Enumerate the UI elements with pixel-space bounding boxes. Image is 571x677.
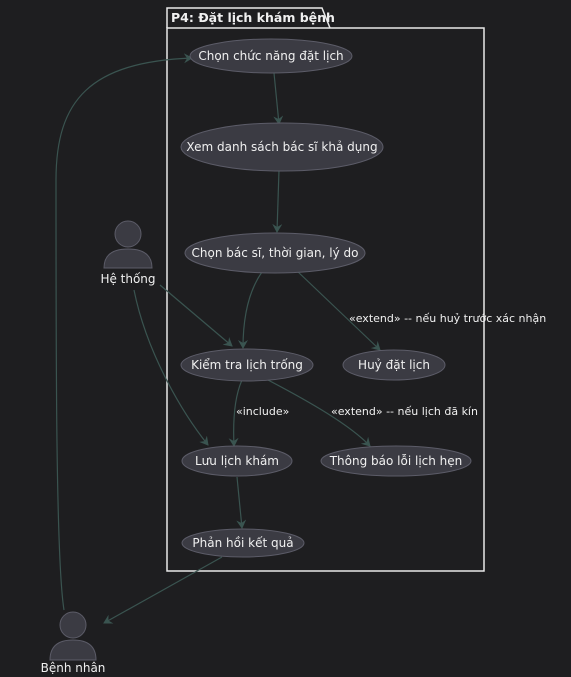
arrow-view-doctors-to-choose-doctor [272, 169, 283, 233]
usecase-choose-function[interactable]: Chọn chức năng đặt lịch [189, 38, 353, 74]
arrow-system-to-save [133, 289, 209, 446]
usecase-check-schedule[interactable]: Kiểm tra lịch trống [180, 348, 314, 382]
person-icon [49, 611, 97, 661]
usecase-save-label: Lưu lịch khám [195, 454, 279, 468]
label-include: «include» [236, 405, 289, 418]
usecase-feedback[interactable]: Phản hồi kết quả [181, 528, 305, 558]
actor-system[interactable]: Hệ thống [100, 220, 156, 286]
usecase-save[interactable]: Lưu lịch khám [181, 445, 293, 477]
usecase-choose-doctor-label: Chọn bác sĩ, thời gian, lý do [192, 246, 359, 260]
usecase-cancel[interactable]: Huỷ đặt lịch [342, 349, 446, 381]
relations [55, 53, 381, 624]
arrow-choose-doctor-to-cancel [295, 269, 381, 351]
arrow-system-to-check-schedule [159, 284, 233, 347]
actor-patient-label: Bệnh nhân [41, 661, 106, 675]
arrow-choose-doctor-to-check-schedule [238, 271, 263, 349]
package-title: P4: Đặt lịch khám bệnh [171, 10, 335, 25]
usecase-choose-doctor[interactable]: Chọn bác sĩ, thời gian, lý do [184, 232, 366, 274]
usecase-error-notice[interactable]: Thông báo lỗi lịch hẹn [320, 445, 472, 477]
usecase-check-schedule-label: Kiểm tra lịch trống [191, 358, 303, 372]
actor-patient[interactable]: Bệnh nhân [41, 611, 106, 675]
arrow-check-schedule-to-save [228, 379, 243, 447]
usecase-view-doctors-label: Xem danh sách bác sĩ khả dụng [186, 140, 377, 154]
package-frame: P4: Đặt lịch khám bệnh [166, 7, 485, 572]
usecase-feedback-label: Phản hồi kết quả [192, 536, 293, 550]
usecase-error-notice-label: Thông báo lỗi lịch hẹn [329, 454, 463, 468]
person-icon [103, 220, 153, 269]
usecase-choose-function-label: Chọn chức năng đặt lịch [198, 49, 343, 63]
label-extend-error: «extend» -- nếu lịch đã kín [331, 405, 478, 418]
arrow-save-to-feedback [236, 476, 247, 529]
arrow-feedback-to-patient [103, 556, 223, 624]
actor-system-label: Hệ thống [100, 272, 155, 286]
arrow-patient-to-choose-function [55, 53, 193, 611]
usecase-cancel-label: Huỷ đặt lịch [358, 358, 430, 372]
arrow-choose-function-to-view-doctors [273, 72, 284, 125]
label-extend-cancel: «extend» -- nếu huỷ trước xác nhận [349, 312, 546, 325]
usecase-view-doctors[interactable]: Xem danh sách bác sĩ khả dụng [180, 122, 384, 172]
arrow-check-schedule-to-error [267, 379, 371, 447]
